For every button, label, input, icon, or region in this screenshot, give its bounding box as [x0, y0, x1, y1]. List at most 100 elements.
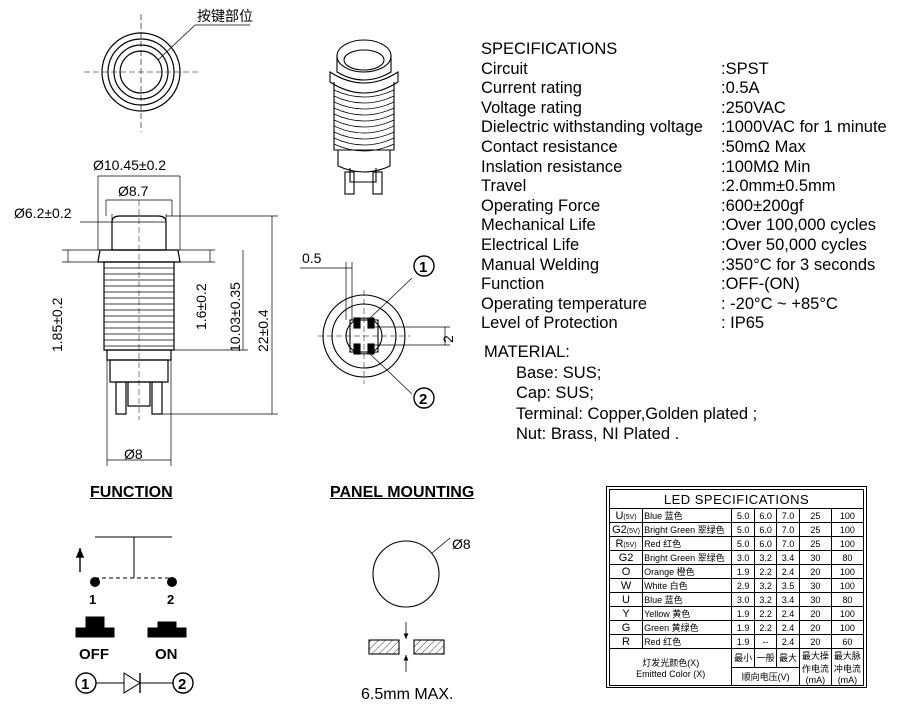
led-vmin: 5.0 — [731, 522, 755, 537]
spec-row: Function:OFF-(ON) — [481, 275, 800, 295]
pulse-cn2: 冲电流 — [833, 664, 861, 674]
led-code: Y — [608, 606, 644, 621]
spec-label: Dielectric withstanding voltage — [481, 118, 703, 137]
led-pulse: 100 — [830, 620, 865, 635]
function-pin1: 1 — [89, 592, 96, 607]
dim-body-height: 10.03±0.35 — [227, 282, 243, 352]
led-color: Green 黄绿色 — [642, 620, 733, 635]
led-color: Bright Green 翠绿色 — [642, 550, 733, 565]
side-view — [62, 175, 278, 466]
led-code-letter: G2 — [618, 551, 634, 564]
led-vtyp: 6.0 — [753, 536, 778, 551]
emit-en: Emitted Color (X) — [636, 668, 706, 679]
led-code: U(5V) — [608, 508, 644, 523]
led-vtyp: 2.2 — [753, 564, 778, 579]
led-vmax: 2.4 — [776, 564, 800, 579]
led-code: G2(5V) — [608, 522, 644, 537]
spec-label: Electrical Life — [481, 235, 580, 254]
led-pulse: 100 — [830, 522, 865, 537]
led-code: G — [608, 620, 644, 635]
function-diagram — [75, 536, 194, 694]
led-vmin: 5.0 — [731, 508, 755, 523]
circuit-pin1: 1 — [81, 676, 89, 693]
led-code-voltage: (5V) — [623, 541, 637, 549]
led-code-letter: G — [621, 621, 631, 634]
led-footer-current: 最大操作电流(mA) — [798, 648, 832, 686]
spec-label: Contact resistance — [481, 137, 618, 156]
led-pulse: 100 — [830, 508, 865, 523]
led-code: R — [608, 634, 644, 649]
led-code-voltage: (5V) — [626, 527, 640, 535]
led-code-letter: W — [620, 579, 632, 592]
material: MATERIAL: Base: SUS; Cap: SUS; Terminal:… — [484, 342, 757, 445]
led-color: Yellow 黄色 — [642, 606, 733, 621]
led-footer-max: 最大 — [776, 648, 800, 668]
pulse-unit: (mA) — [837, 675, 858, 685]
dim-bezel-diameter: Ø8.7 — [118, 183, 149, 199]
led-color: White 白色 — [642, 578, 733, 593]
spec-value: :0.5A — [721, 79, 760, 98]
spec-label: Voltage rating — [481, 98, 582, 117]
spec-row: Electrical Life:Over 50,000 cycles — [481, 235, 867, 256]
led-current: 25 — [798, 522, 832, 537]
spec-row: Operating temperature: -20°C ~ +85°C — [481, 295, 838, 315]
led-pulse: 80 — [830, 550, 865, 565]
led-current: 25 — [798, 508, 832, 523]
led-color: Red 红色 — [642, 536, 733, 551]
led-vmax: 2.4 — [776, 606, 800, 621]
spec-value: :OFF-(ON) — [721, 275, 800, 294]
dim-gap: 0.5 — [302, 250, 322, 266]
led-vmax: 3.4 — [776, 550, 800, 565]
led-color: Bright Green 翠绿色 — [642, 522, 733, 537]
led-vmax: 2.4 — [776, 620, 800, 635]
emit-cn: 灯发光颜色(X) — [642, 657, 700, 668]
led-code: O — [608, 564, 644, 579]
led-pulse: 100 — [830, 536, 865, 551]
function-on-label: ON — [155, 646, 178, 663]
led-code-letter: U — [622, 593, 630, 606]
led-vmin: 1.9 — [731, 606, 755, 621]
spec-row: Voltage rating:250VAC — [481, 98, 786, 119]
led-table-frame — [606, 486, 867, 688]
spec-row: Inslation resistance:100MΩ Min — [481, 158, 810, 178]
spec-heading: SPECIFICATIONS — [481, 40, 618, 58]
dim-cap-diameter: Ø6.2±0.2 — [14, 205, 72, 221]
panel-heading: PANEL MOUNTING — [330, 484, 475, 501]
led-vmax: 3.5 — [776, 578, 800, 593]
led-pulse: 60 — [830, 634, 865, 649]
led-color: Blue 蓝色 — [642, 508, 733, 523]
spec-row: Dielectric withstanding voltage:1000VAC … — [481, 118, 887, 138]
spec-row: Current rating:0.5A — [481, 79, 760, 99]
dim-pitch: 2 — [440, 335, 456, 343]
led-current: 20 — [798, 606, 832, 621]
led-pulse: 80 — [830, 592, 865, 607]
led-code-letter: R — [622, 635, 630, 648]
led-color: Orange 橙色 — [642, 564, 733, 579]
led-footer-min: 最小 — [731, 648, 755, 668]
led-vtyp: 3.2 — [753, 550, 778, 565]
led-vmax: 2.4 — [776, 634, 800, 649]
led-code: G2 — [608, 550, 644, 565]
led-code: W — [608, 578, 644, 593]
led-current: 30 — [798, 578, 832, 593]
led-vtyp: 6.0 — [753, 508, 778, 523]
material-item: Cap: SUS; — [516, 384, 594, 402]
panel-hole-diameter: Ø8 — [452, 536, 471, 552]
led-color: Red 红色 — [642, 634, 733, 649]
spec-value: :50mΩ Max — [721, 137, 806, 156]
cur-cn1: 最大操 — [801, 651, 829, 661]
panel-thickness: 6.5mm MAX. — [361, 686, 454, 703]
bottom-view — [300, 255, 450, 409]
dim-outer-diameter: Ø10.45±0.2 — [93, 157, 166, 173]
spec-row: Manual Welding:350°C for 3 seconds — [481, 255, 875, 276]
spec-label: Manual Welding — [481, 255, 600, 274]
led-code-letter: R — [615, 537, 624, 550]
